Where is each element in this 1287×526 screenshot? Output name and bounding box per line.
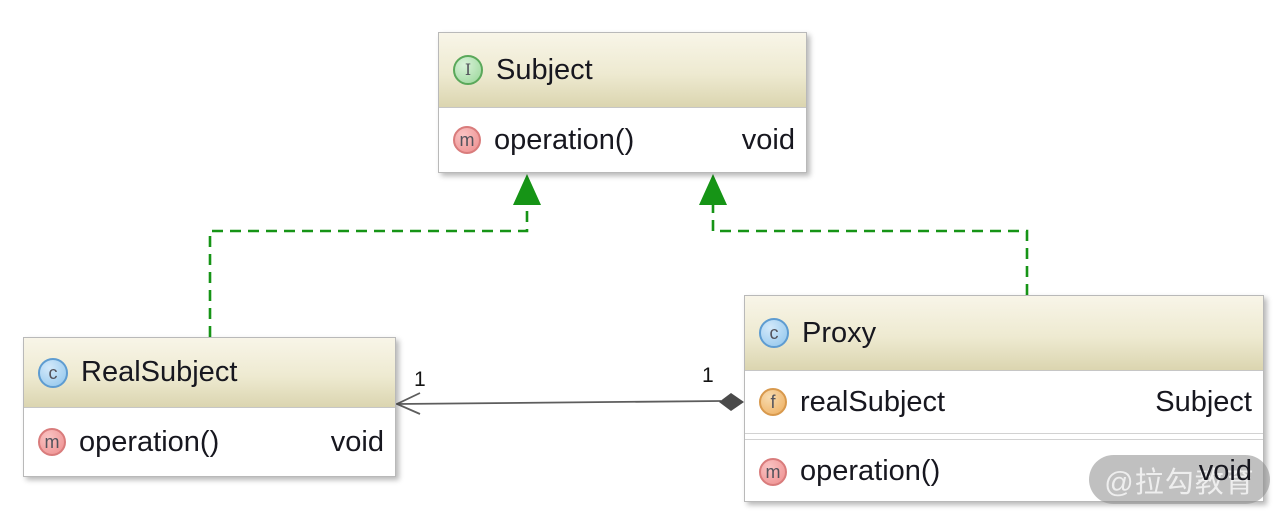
class-header-subject: I Subject	[439, 33, 806, 108]
realization-arrowhead-right	[699, 174, 727, 205]
watermark-badge: @拉勾教育	[1089, 455, 1270, 504]
realization-edge-proxy-subject	[711, 205, 1029, 295]
method-row-realsubject-operation: m operation() void	[24, 408, 395, 476]
class-header-realsubject: c RealSubject	[24, 338, 395, 408]
class-name-proxy: Proxy	[802, 316, 877, 349]
class-name-subject: Subject	[496, 53, 593, 86]
association-multiplicity-target: 1	[414, 368, 426, 391]
association-edge-proxy-realsubject	[396, 400, 722, 405]
realization-edge-realsubject-subject	[208, 205, 529, 337]
method-row-proxy-operation: m operation() void	[745, 440, 1263, 503]
class-node-realsubject: c RealSubject m operation() void	[23, 337, 396, 477]
class-name-realsubject: RealSubject	[81, 356, 238, 388]
method-icon: m	[759, 457, 787, 486]
class-node-subject: I Subject m operation() void	[438, 32, 807, 173]
association-open-arrowhead	[394, 392, 421, 415]
interface-icon: I	[453, 55, 483, 85]
association-diamond	[719, 393, 744, 411]
class-header-proxy: c Proxy	[745, 296, 1263, 371]
method-name: operation()	[800, 455, 941, 487]
field-icon: f	[759, 388, 787, 416]
method-return-type: void	[1198, 455, 1252, 487]
realization-arrowhead-left	[513, 174, 541, 205]
method-name: operation()	[79, 425, 220, 458]
method-icon: m	[453, 126, 481, 154]
method-icon: m	[38, 428, 66, 456]
field-row-proxy-realsubject: f realSubject Subject	[745, 371, 1263, 433]
method-name: operation()	[494, 123, 635, 156]
class-icon: c	[759, 318, 789, 348]
field-name: realSubject	[800, 385, 946, 418]
field-type: Subject	[1155, 385, 1252, 418]
class-icon: c	[38, 357, 68, 388]
compartment-separator	[745, 433, 1263, 440]
method-return-type: void	[330, 425, 384, 458]
association-multiplicity-source: 1	[702, 364, 714, 387]
method-row-subject-operation: m operation() void	[439, 108, 806, 172]
method-return-type: void	[741, 123, 795, 156]
